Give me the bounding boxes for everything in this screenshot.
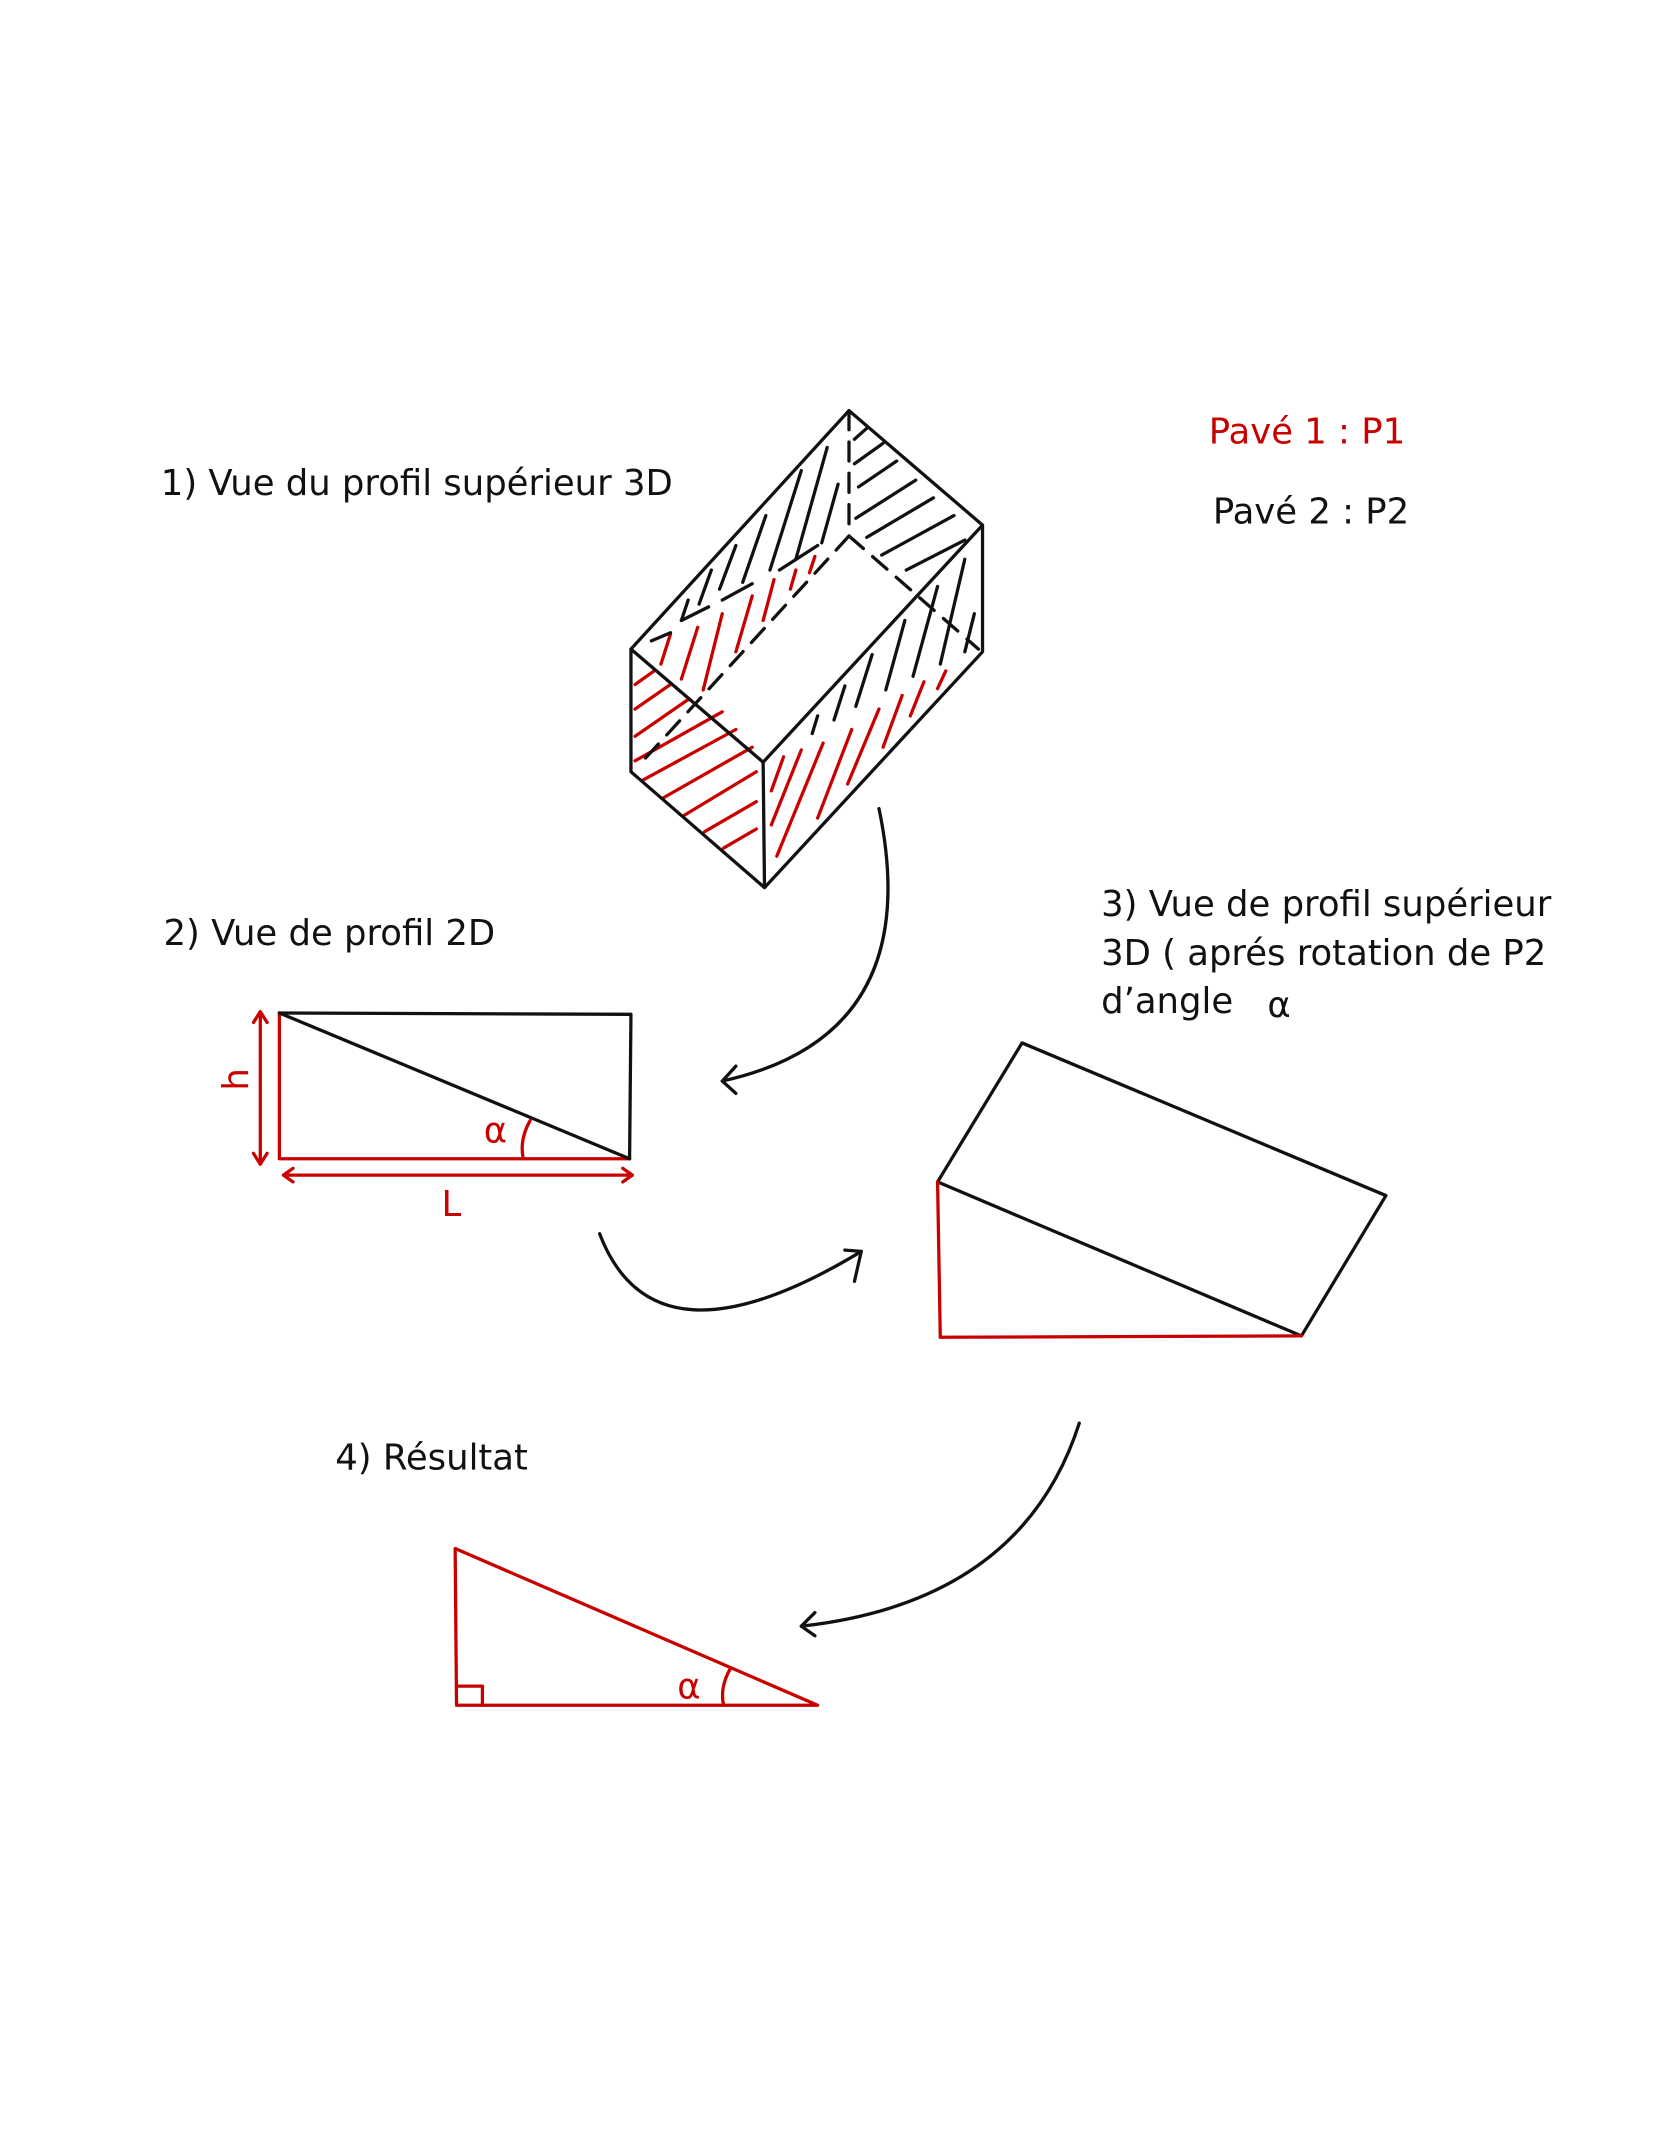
step3-label-line2: 3D ( aprés rotation de P2	[1101, 933, 1546, 974]
alpha-arc	[520, 1118, 532, 1161]
arrow-1-to-2	[720, 806, 890, 1083]
rotated-view	[935, 1041, 1388, 1339]
height-arrow	[251, 1009, 269, 1166]
arrows	[597, 806, 1081, 1638]
height-label: h	[216, 1068, 257, 1090]
alpha-symbol: α	[484, 1110, 507, 1151]
alpha-symbol-result: α	[677, 1666, 700, 1707]
hidden-edges	[638, 408, 981, 766]
step1-label: 1) Vue du profil supérieur 3D	[161, 463, 673, 504]
arrow-2-to-3	[597, 1232, 863, 1312]
legend-p1: Pavé 1 : P1	[1209, 411, 1405, 452]
arrow-3-to-4	[799, 1421, 1081, 1628]
box-outline	[629, 408, 985, 890]
step3-label-line3: d’angle	[1101, 981, 1233, 1022]
length-label: L	[442, 1184, 462, 1225]
p1-hatching	[633, 554, 948, 858]
length-arrow	[281, 1166, 634, 1184]
step2-label: 2) Vue de profil 2D	[164, 913, 496, 954]
box-3d	[629, 408, 985, 890]
profile-2d: α h L	[216, 1009, 634, 1225]
step3-label-line1: 3) Vue de profil supérieur	[1101, 884, 1552, 925]
legend-p2: Pavé 2 : P2	[1213, 492, 1409, 533]
p2-hatching	[649, 426, 976, 736]
result-triangle: α	[453, 1546, 820, 1707]
step3-alpha: α	[1267, 985, 1290, 1026]
step4-label: 4) Résultat	[335, 1437, 528, 1478]
